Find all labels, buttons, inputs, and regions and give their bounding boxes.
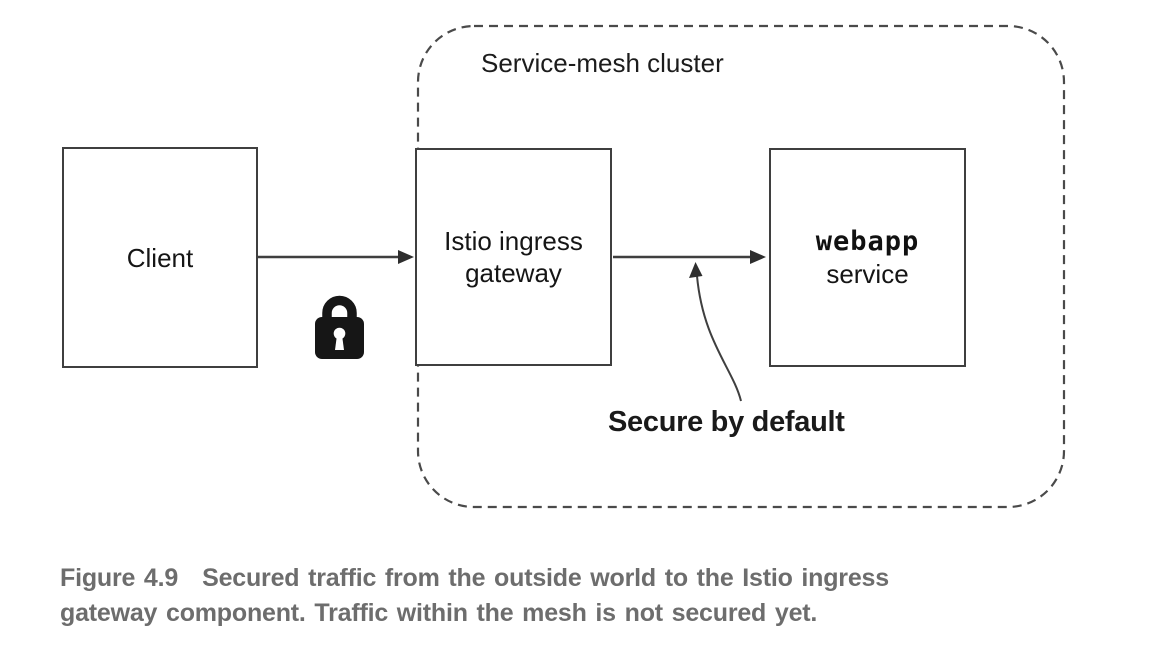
webapp-code-label: webapp [815,226,920,257]
caption-text-line2: gateway component. Traffic within the me… [60,599,818,627]
webapp-service-node: webapp service [769,148,966,367]
caption-text-line1: Secured traffic from the outside world t… [202,564,889,592]
secure-by-default-callout-arrow [689,262,742,402]
gateway-to-webapp-arrow [613,250,766,264]
client-node-label: Client [126,242,194,273]
secure-by-default-annotation: Secure by default [608,406,845,438]
istio-ingress-gateway-node: Istio ingress gateway [415,148,612,366]
webapp-service-label: service [826,259,909,289]
figure-caption: Figure 4.9 Secured traffic from the outsi… [60,561,889,631]
lock-icon [315,295,364,359]
figure-number-label: Figure 4.9 [60,564,179,592]
istio-ingress-gateway-label: Istio ingress gateway [444,226,583,288]
cluster-title: Service-mesh cluster [481,48,724,78]
client-node: Client [62,147,258,368]
caption-line-1: Figure 4.9 Secured traffic from the outsi… [60,561,889,596]
client-to-gateway-arrow [257,250,414,264]
